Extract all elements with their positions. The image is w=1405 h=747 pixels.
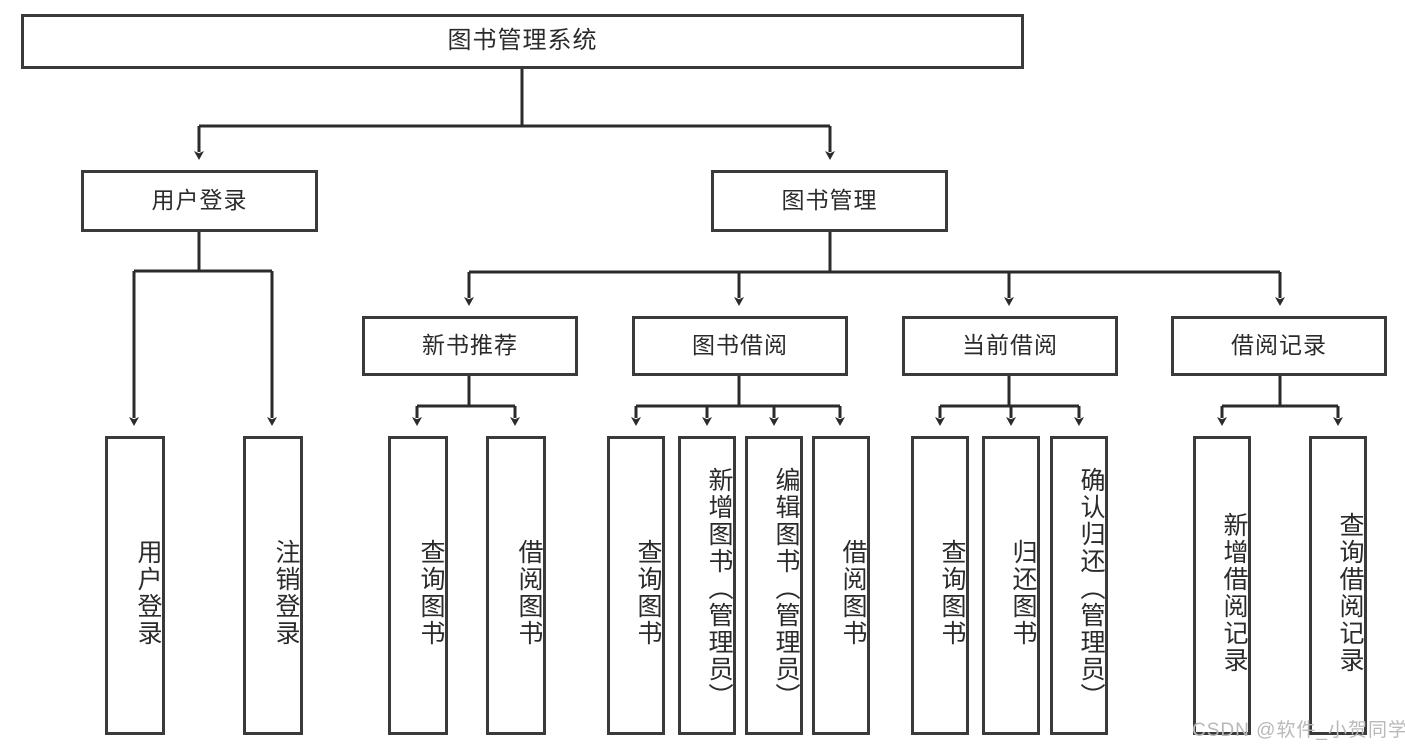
- node-leaf-borrow-book-2-label: 借阅图书: [839, 538, 867, 647]
- node-user-login[interactable]: 用户登录: [81, 170, 318, 232]
- node-leaf-user-login-label: 用户登录: [134, 538, 162, 647]
- node-book-manage-label: 图书管理: [781, 187, 878, 214]
- node-leaf-add-book[interactable]: 新增图书（管理员）: [678, 436, 736, 735]
- node-leaf-query-record-label: 查询借阅记录: [1336, 511, 1364, 674]
- node-leaf-query-book-1[interactable]: 查询图书: [388, 436, 448, 735]
- node-book-manage[interactable]: 图书管理: [711, 170, 948, 232]
- node-leaf-add-record[interactable]: 新增借阅记录: [1193, 436, 1251, 735]
- node-leaf-borrow-book-2[interactable]: 借阅图书: [812, 436, 870, 735]
- node-leaf-return-book[interactable]: 归还图书: [982, 436, 1040, 735]
- node-borrow-record[interactable]: 借阅记录: [1171, 316, 1387, 376]
- node-borrow-record-label: 借阅记录: [1231, 332, 1327, 359]
- node-leaf-query-book-1-label: 查询图书: [417, 538, 445, 647]
- node-leaf-edit-book-label: 编辑图书（管理员）: [772, 467, 800, 710]
- node-leaf-query-book-3-label: 查询图书: [938, 538, 966, 647]
- node-leaf-confirm-return[interactable]: 确认归还（管理员）: [1050, 436, 1108, 735]
- node-current-borrow[interactable]: 当前借阅: [902, 316, 1118, 376]
- node-book-borrow-label: 图书借阅: [692, 332, 788, 359]
- node-current-borrow-label: 当前借阅: [962, 332, 1058, 359]
- node-leaf-query-record[interactable]: 查询借阅记录: [1309, 436, 1367, 735]
- node-leaf-borrow-book-1[interactable]: 借阅图书: [486, 436, 546, 735]
- node-leaf-borrow-book-1-label: 借阅图书: [515, 538, 543, 647]
- node-leaf-confirm-return-label: 确认归还（管理员）: [1077, 467, 1105, 710]
- node-new-book-recommend[interactable]: 新书推荐: [362, 316, 578, 376]
- node-leaf-add-book-label: 新增图书（管理员）: [705, 467, 733, 710]
- node-leaf-query-book-3[interactable]: 查询图书: [911, 436, 969, 735]
- watermark: CSDN @软件_小贺同学: [1192, 720, 1405, 741]
- node-root-label: 图书管理系统: [447, 27, 598, 55]
- node-leaf-add-record-label: 新增借阅记录: [1220, 511, 1248, 674]
- node-book-borrow[interactable]: 图书借阅: [632, 316, 848, 376]
- node-leaf-user-logout-label: 注销登录: [272, 538, 300, 647]
- node-leaf-edit-book[interactable]: 编辑图书（管理员）: [745, 436, 803, 735]
- node-leaf-return-book-label: 归还图书: [1009, 538, 1037, 647]
- node-user-login-label: 用户登录: [151, 187, 248, 214]
- node-leaf-query-book-2[interactable]: 查询图书: [607, 436, 665, 735]
- node-leaf-query-book-2-label: 查询图书: [634, 538, 662, 647]
- node-root[interactable]: 图书管理系统: [21, 14, 1024, 69]
- node-leaf-user-logout[interactable]: 注销登录: [243, 436, 303, 735]
- node-new-book-recommend-label: 新书推荐: [422, 332, 518, 359]
- node-leaf-user-login[interactable]: 用户登录: [105, 436, 165, 735]
